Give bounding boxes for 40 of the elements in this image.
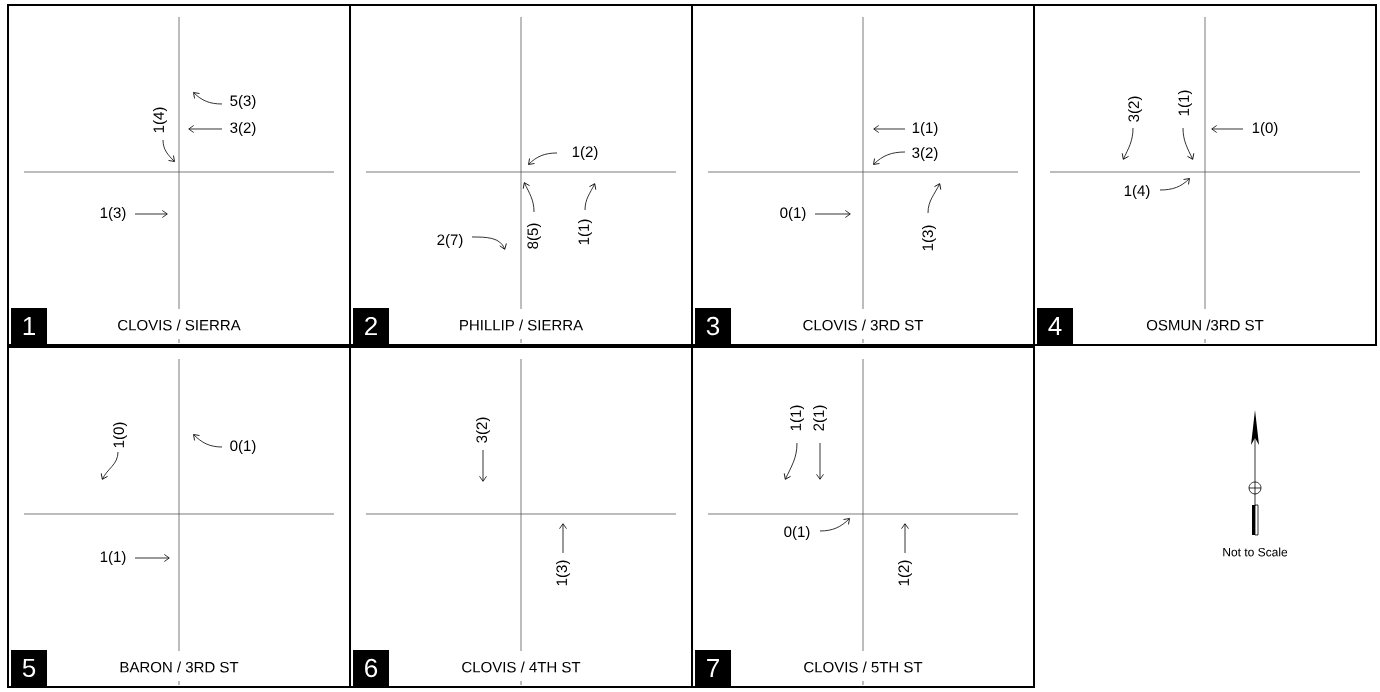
count-label: 1(1) [100,551,126,565]
node-label: 4 [1048,317,1062,335]
count-label: 1(2) [898,560,912,586]
node-label: 5 [22,658,36,678]
count-label: 1(1) [790,405,804,431]
panel-number-badge: 1 [11,308,47,344]
count-label: 2(1) [813,405,827,431]
count-label: 1(4) [1124,185,1150,199]
count-label: 3(2) [476,417,490,443]
count-label: 1(1) [912,122,938,136]
count-label: 8(5) [527,223,541,249]
panel-number-badge: 5 [11,650,47,686]
panel-number-badge: 3 [695,308,731,344]
count-label: 1(0) [113,422,127,448]
node-label: 7 [707,659,719,677]
count-label: 1(0) [1252,122,1278,136]
count-label: 1(3) [922,225,936,251]
panel-number-badge: 6 [353,650,389,686]
count-label: 2(7) [437,234,463,248]
node-label: 2 [365,316,377,336]
scale-note: Not to Scale [1223,547,1288,557]
count-label: 1(3) [556,560,570,586]
panel-number-badge: 4 [1037,308,1073,344]
node-label: 1 [23,317,35,335]
count-label: 0(1) [780,207,806,221]
count-label: 0(1) [230,440,256,454]
node-label: 6 [365,658,378,678]
count-label: 3(2) [230,122,256,136]
panel-number-badge: 7 [695,650,731,686]
count-label: 1(3) [100,207,126,221]
count-label: 1(2) [572,146,598,160]
node-label: 3 [706,316,720,336]
count-label: 5(3) [230,95,256,109]
count-label: 1(4) [153,107,167,133]
count-label: 0(1) [784,526,810,540]
count-label: 3(2) [912,147,938,161]
count-label: 1(1) [1178,90,1192,116]
count-label: 1(1) [578,219,592,245]
count-label: 3(2) [1128,96,1142,122]
panel-number-badge: 2 [353,308,389,344]
